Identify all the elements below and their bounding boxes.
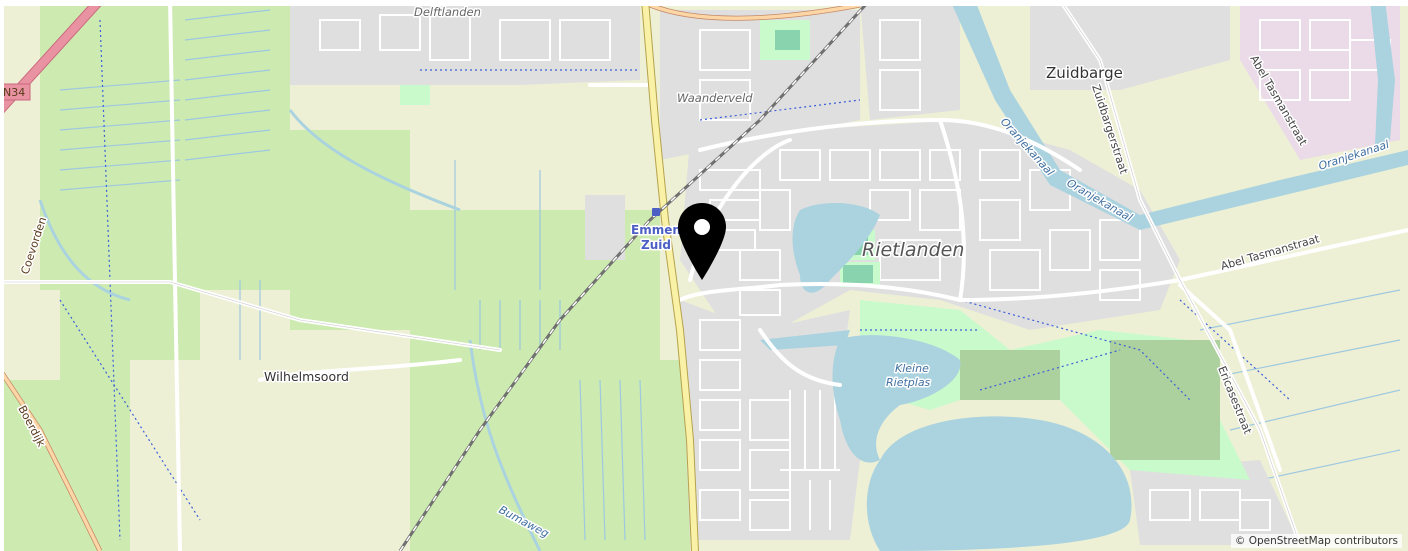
minor-road-casings	[0, 0, 1301, 546]
label-waanderveld: Waanderveld	[677, 91, 753, 105]
street-grid	[319, 9, 1391, 531]
label-n34: N34	[3, 86, 25, 99]
left-margin	[0, 0, 4, 551]
top-margin	[0, 0, 1408, 6]
label-rietplas: Rietplas	[886, 376, 931, 389]
label-station-line1: Emmen	[631, 223, 681, 237]
label-rietlanden: Rietlanden	[862, 239, 964, 261]
woodland	[960, 340, 1220, 460]
waterways	[38, 109, 542, 551]
label-kleine: Kleine	[895, 362, 929, 375]
station-icon	[652, 208, 660, 216]
ditches	[59, 9, 1401, 541]
road-shield-n34: N34	[0, 83, 31, 101]
label-wilhelmsoord: Wilhelmsoord	[264, 369, 349, 384]
canal-east	[1370, 0, 1395, 145]
lake-kleine-rietplas	[832, 335, 961, 463]
label-station-line2: Zuid	[641, 238, 671, 252]
map-attribution[interactable]: © OpenStreetMap contributors	[1230, 534, 1402, 548]
pond-rietlanden	[792, 203, 880, 293]
label-delftlanden: Delftlanden	[414, 5, 481, 19]
label-zuidbarge: Zuidbarge	[1046, 64, 1123, 82]
harbour-channel	[760, 330, 850, 350]
lake-large	[866, 416, 1132, 551]
map-pin-icon[interactable]	[678, 203, 726, 280]
water-bodies	[760, 0, 1408, 551]
